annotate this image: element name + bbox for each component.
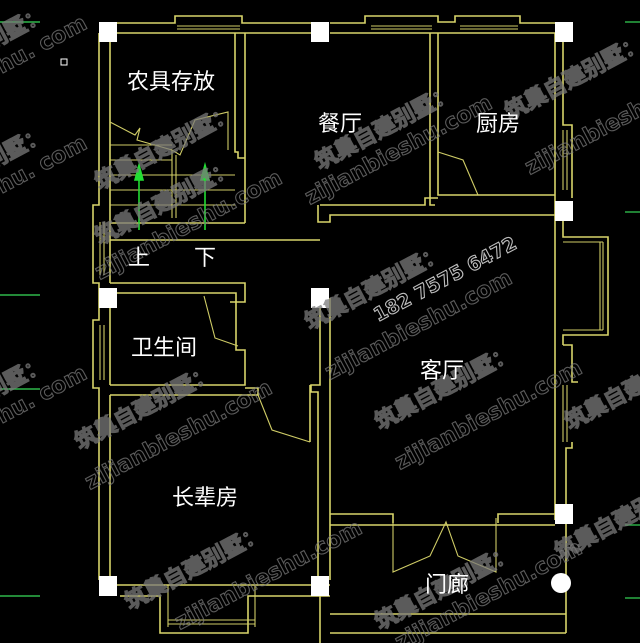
room-label-farm-tool-storage: 农具存放: [127, 70, 216, 95]
axis-markers: [0, 21, 640, 599]
room-label-elder-bedroom: 长辈房: [172, 486, 239, 511]
origin-marker: [60, 58, 68, 66]
walls: [92, 15, 609, 643]
room-label-living-room: 客厅: [420, 359, 465, 384]
room-label-bathroom: 卫生间: [131, 336, 198, 361]
downspout-marker: [551, 573, 571, 593]
structural-columns: [99, 22, 573, 596]
room-label-dining-room: 餐厅: [318, 112, 363, 137]
stair-label-down: 下: [194, 246, 217, 271]
stair-arrows: [133, 161, 211, 230]
stair-label-up: 上: [128, 246, 151, 271]
room-label-kitchen: 厨房: [476, 112, 521, 137]
room-label-porch: 门廊: [425, 573, 470, 598]
